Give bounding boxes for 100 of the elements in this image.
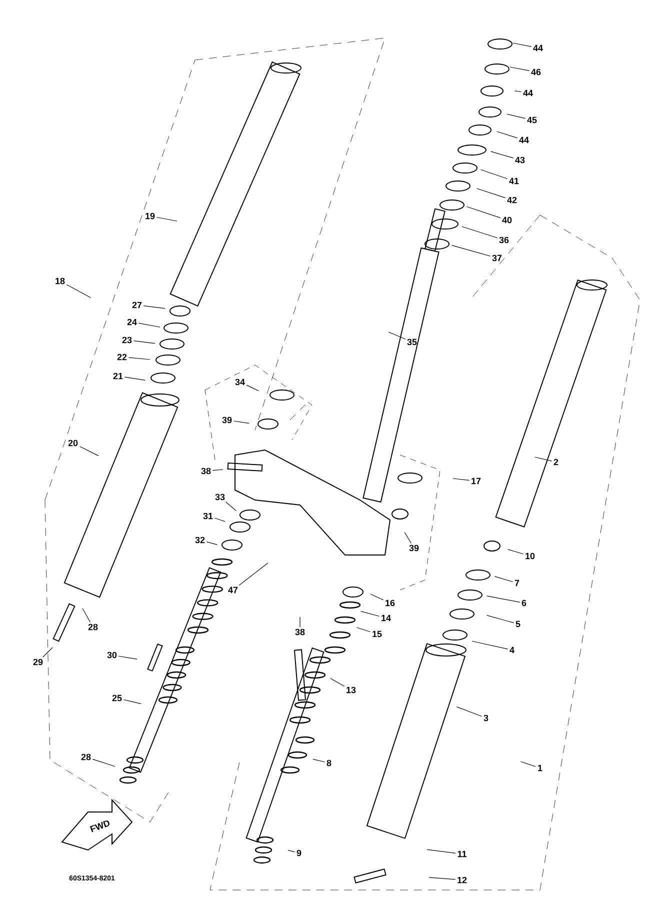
leader-line: [82, 608, 91, 622]
callout-number: 33: [215, 494, 225, 500]
callout-number: 27: [132, 302, 142, 308]
callout-number: 7: [514, 580, 520, 586]
callout-number: 20: [68, 440, 78, 446]
leader-line: [123, 699, 142, 704]
callout-number: 4: [510, 646, 514, 654]
leader-line: [452, 245, 491, 256]
callout-number: 40: [502, 216, 512, 224]
leader-line: [138, 322, 160, 328]
leader-line: [143, 306, 166, 309]
leader-line: [520, 761, 536, 767]
callout-number: 8: [326, 760, 332, 766]
callout-number: 14: [382, 614, 391, 622]
leader-line: [510, 66, 530, 72]
callout-number: 19: [146, 212, 155, 220]
leader-line: [128, 357, 150, 360]
callout-number: 23: [122, 336, 132, 344]
callout-number: 36: [499, 236, 509, 244]
callout-number: 34: [235, 378, 245, 386]
leader-line: [466, 206, 501, 218]
callout-number: 22: [117, 354, 127, 360]
callout-number: 28: [88, 624, 98, 630]
leader-line: [79, 446, 99, 456]
callout-number: 3: [484, 714, 488, 722]
leader-line: [490, 151, 514, 158]
leader-line: [312, 758, 326, 762]
callout-number: 15: [372, 630, 382, 638]
callout-number: 38: [201, 468, 211, 474]
callout-number: 28: [81, 754, 91, 760]
callout-number: 44: [523, 90, 533, 96]
leader-line: [225, 502, 236, 512]
leader-line: [426, 849, 456, 854]
callout-number: 21: [113, 372, 123, 380]
callout-number: 43: [515, 156, 525, 164]
leader-line: [512, 42, 532, 47]
leader-line: [476, 188, 506, 198]
leader-line: [66, 284, 91, 298]
callout-number: 12: [458, 876, 467, 884]
leader-line: [214, 518, 226, 522]
leader-line: [388, 332, 406, 340]
leader-line: [514, 90, 522, 92]
callout-number: 32: [195, 536, 205, 544]
callout-number: 9: [296, 850, 302, 856]
callout-number: 44: [519, 136, 529, 144]
leader-line: [360, 611, 380, 617]
callout-number: 37: [492, 254, 502, 262]
callout-number: 5: [516, 620, 520, 628]
callout-number: 31: [203, 512, 213, 520]
callout-number: 13: [346, 686, 356, 694]
leader-line: [133, 340, 156, 344]
leader-line: [246, 384, 259, 392]
leader-line: [494, 576, 514, 582]
callout-number: 39: [409, 544, 419, 552]
callout-number: 45: [527, 116, 537, 124]
callout-number: 24: [127, 318, 137, 326]
callout-number: 6: [522, 600, 526, 606]
leader-line: [124, 376, 146, 380]
callout-number: 44: [533, 44, 543, 52]
callout-number: 39: [222, 416, 232, 424]
leader-line: [42, 647, 53, 658]
leader-line: [206, 542, 218, 545]
leader-line: [428, 877, 456, 880]
leader-line: [212, 469, 224, 471]
callout-number: 38: [295, 628, 305, 636]
callout-number: 1: [538, 764, 542, 772]
leader-line: [233, 420, 250, 424]
callout-number: 25: [112, 694, 122, 702]
leader-line: [330, 678, 345, 687]
leader-line: [534, 456, 552, 462]
callout-number: 47: [228, 586, 238, 594]
leader-line: [508, 549, 524, 554]
leader-line: [486, 615, 514, 624]
leader-line: [238, 562, 268, 586]
leader-line: [456, 706, 482, 717]
leader-line: [452, 478, 470, 481]
leader-line: [496, 131, 518, 138]
callout-number: 2: [554, 458, 558, 466]
callout-number: 35: [407, 338, 417, 346]
leader-line: [480, 169, 508, 180]
leader-line: [92, 758, 116, 767]
leader-line: [462, 226, 498, 238]
callout-number: 46: [531, 68, 541, 76]
leader-line: [472, 640, 508, 650]
leader-line: [486, 596, 520, 602]
leader-line: [370, 594, 384, 600]
callout-number: 30: [107, 652, 117, 658]
leader-line: [118, 656, 138, 660]
callout-number: 11: [458, 850, 466, 858]
callout-number: 18: [56, 278, 65, 284]
leader-line: [156, 216, 178, 222]
leader-line: [356, 627, 371, 632]
callout-number: 41: [509, 178, 519, 184]
callout-number: 29: [33, 658, 43, 666]
leader-line: [506, 114, 526, 119]
leader-line: [288, 850, 296, 852]
callout-number: 42: [507, 196, 517, 204]
callout-number: 16: [386, 600, 395, 606]
callout-number: 17: [472, 478, 481, 484]
callout-number: 10: [526, 552, 535, 560]
